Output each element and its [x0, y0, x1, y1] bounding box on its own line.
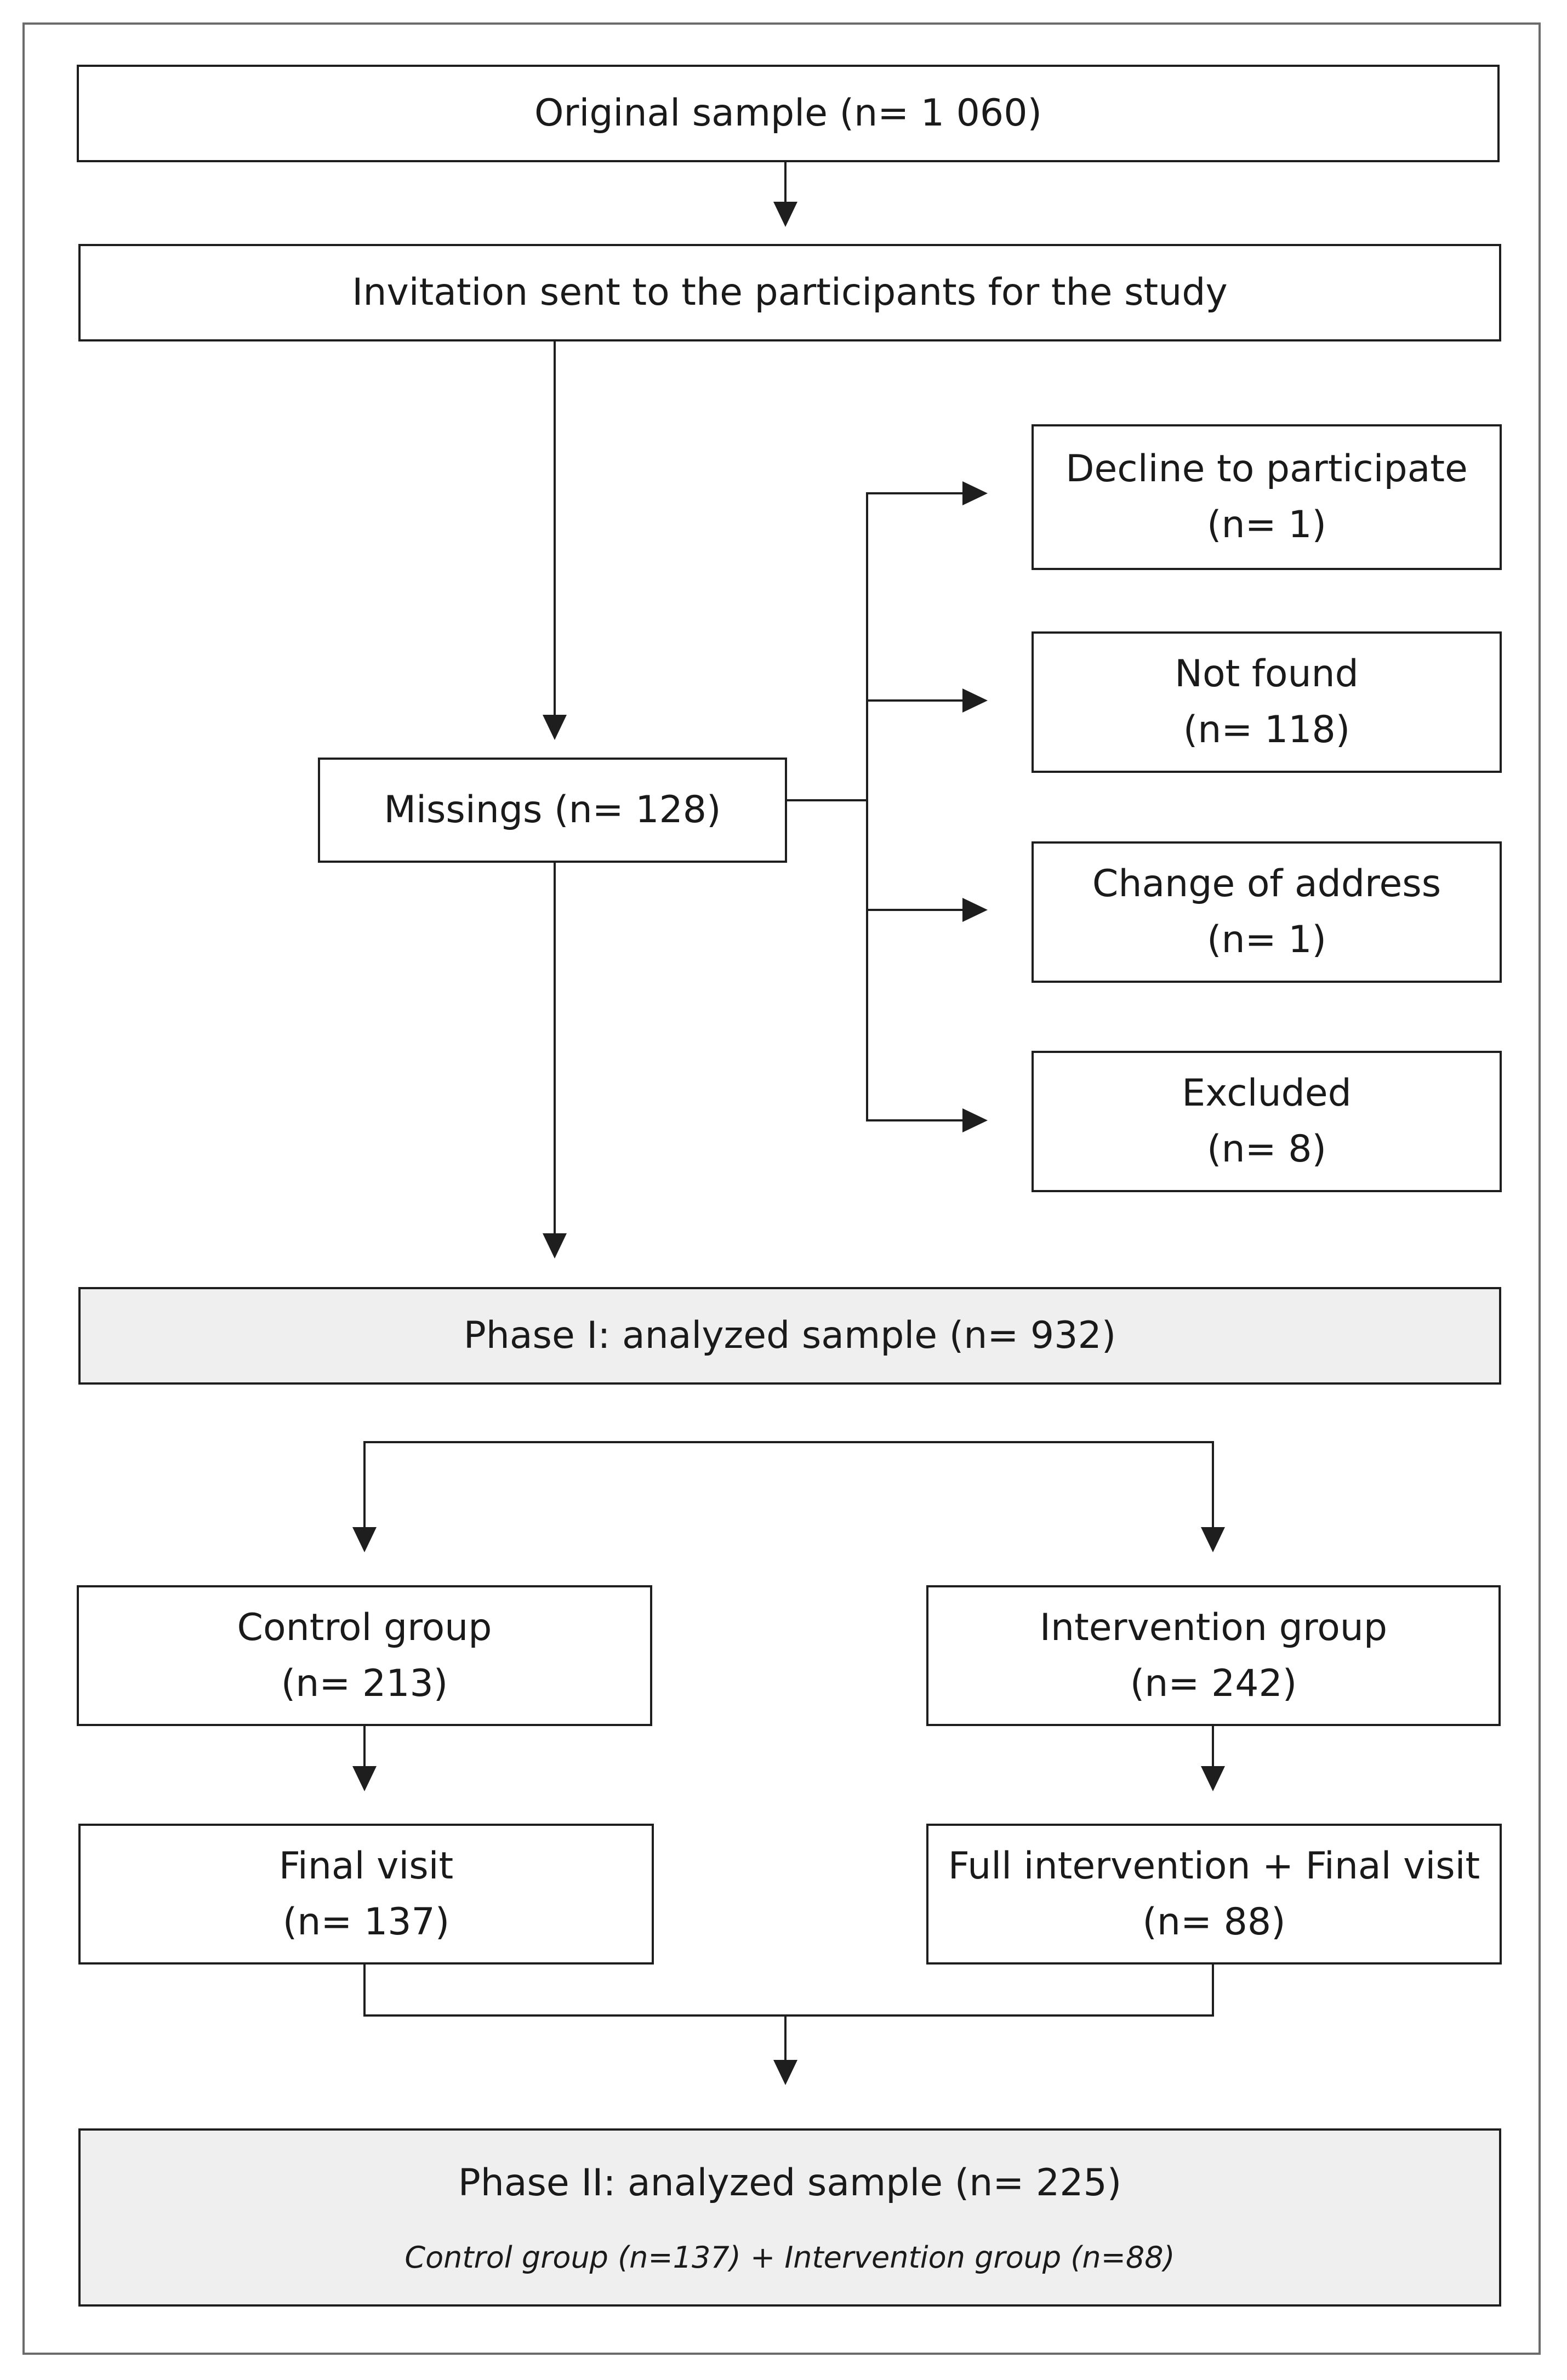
phase1-label: Phase I: analyzed sample (n= 932)	[463, 1314, 1116, 1357]
decline-box: Decline to participate (n= 1)	[1032, 424, 1502, 570]
excluded-count: (n= 8)	[1206, 1128, 1326, 1171]
not-found-count: (n= 118)	[1183, 708, 1351, 751]
arrowhead-excluded	[962, 1108, 988, 1132]
missings-box: Missings (n= 128)	[318, 758, 787, 863]
phase2-note: Control group (n=137) + Intervention gro…	[404, 2240, 1175, 2275]
final-visit-title: Final visit	[278, 1844, 454, 1888]
decline-title: Decline to participate	[1065, 447, 1468, 491]
phase1-box: Phase I: analyzed sample (n= 932)	[78, 1287, 1501, 1385]
phase2-label: Phase II: analyzed sample (n= 225)	[458, 2161, 1122, 2205]
final-visit-box: Final visit (n= 137)	[78, 1824, 654, 1965]
missings-label: Missings (n= 128)	[384, 788, 721, 832]
invitation-label: Invitation sent to the participants for …	[352, 271, 1228, 314]
decline-count: (n= 1)	[1206, 503, 1326, 546]
original-sample-box: Original sample (n= 1 060)	[77, 65, 1500, 162]
change-address-title: Change of address	[1092, 862, 1441, 906]
arrowhead-change-address	[962, 898, 988, 922]
intervention-group-count: (n= 242)	[1130, 1661, 1297, 1705]
intervention-group-box: Intervention group (n= 242)	[926, 1585, 1501, 1726]
outer-frame	[22, 22, 1541, 2355]
arrowhead-final-visit	[352, 1766, 377, 1791]
arrowhead-intervention	[1201, 1527, 1225, 1552]
change-address-box: Change of address (n= 1)	[1032, 841, 1502, 983]
full-intervention-count: (n= 88)	[1142, 1900, 1286, 1944]
intervention-group-title: Intervention group	[1039, 1605, 1388, 1649]
arrowhead-control	[352, 1527, 377, 1552]
control-group-box: Control group (n= 213)	[77, 1585, 652, 1726]
arrowhead-invitation-missings	[543, 715, 567, 740]
final-visit-count: (n= 137)	[282, 1900, 450, 1944]
invitation-box: Invitation sent to the participants for …	[78, 244, 1501, 341]
arrowhead-not-found	[962, 688, 988, 713]
excluded-title: Excluded	[1182, 1072, 1352, 1115]
not-found-title: Not found	[1175, 652, 1359, 696]
arrowhead-full-intervention	[1201, 1766, 1225, 1791]
full-intervention-title: Full intervention + Final visit	[948, 1844, 1480, 1888]
phase2-box: Phase II: analyzed sample (n= 225) Contr…	[78, 2128, 1501, 2307]
arrowhead-decline	[962, 481, 988, 505]
not-found-box: Not found (n= 118)	[1032, 631, 1502, 773]
arrowhead-missings-phase1	[543, 1233, 567, 1259]
original-sample-label: Original sample (n= 1 060)	[534, 92, 1042, 135]
arrowhead-phase2	[773, 2060, 797, 2085]
excluded-box: Excluded (n= 8)	[1032, 1051, 1502, 1192]
full-intervention-box: Full intervention + Final visit (n= 88)	[926, 1824, 1502, 1965]
control-group-count: (n= 213)	[281, 1661, 448, 1705]
change-address-count: (n= 1)	[1206, 918, 1326, 961]
control-group-title: Control group	[237, 1605, 492, 1649]
arrowhead-original-invitation	[773, 202, 797, 227]
